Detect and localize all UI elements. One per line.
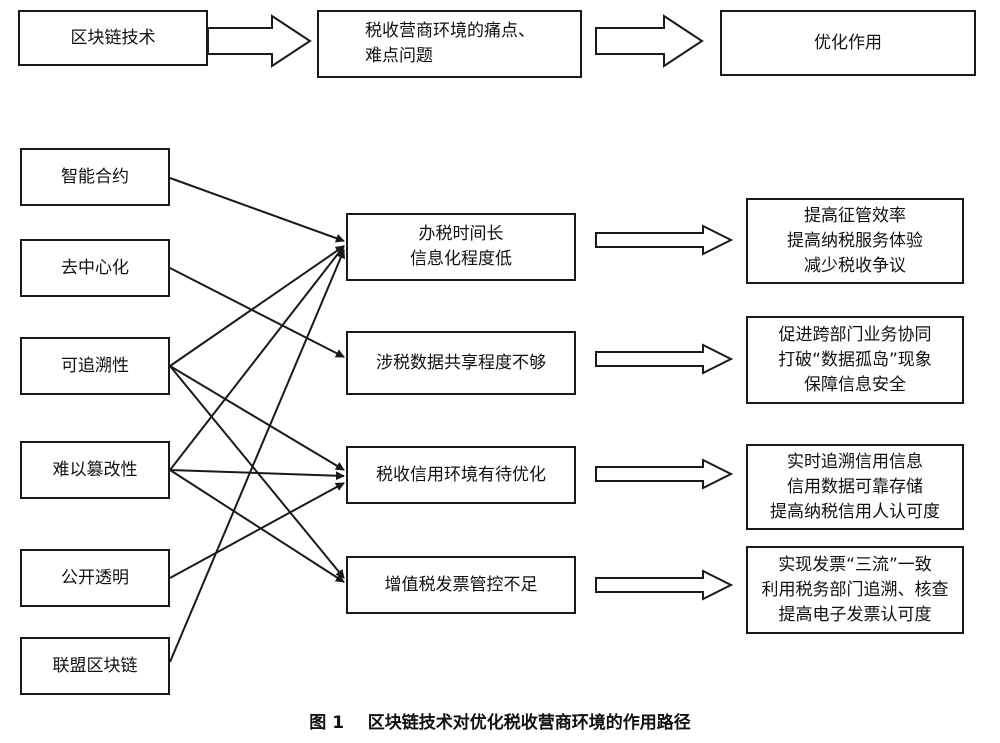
link-tamperproof-to-p3 <box>169 469 345 481</box>
problem-1-line-2: 信息化程度低 <box>410 249 512 269</box>
effect-3-line-2: 信用数据可靠存储 <box>787 476 923 497</box>
effect-2-line-3: 保障信息安全 <box>804 374 906 395</box>
problem-4-line-1: 增值税发票管控不足 <box>384 574 538 595</box>
feature-smart-contract: 智能合约 <box>20 148 170 206</box>
feature-traceable: 可追溯性 <box>20 337 170 395</box>
feature-label: 可追溯性 <box>61 355 129 376</box>
link-consortium-to-p1 <box>169 249 345 663</box>
effect-2-line-2: 打破“数据孤岛”现象 <box>778 349 932 370</box>
effect-4-line-2: 利用税务部门追溯、核查 <box>761 579 949 600</box>
effect-3-line-1: 实时追溯信用信息 <box>787 451 923 472</box>
link-traceable-to-p3 <box>169 365 345 471</box>
header-tech-label: 区块链技术 <box>70 27 156 48</box>
link-smart-contract-to-p1 <box>169 177 345 243</box>
header-pain-points-line-2: 难点问题 <box>365 46 433 66</box>
effect-2-line-1: 促进跨部门业务协同 <box>778 324 932 345</box>
feature-label: 公开透明 <box>61 567 129 588</box>
effect-1-line-3: 减少税收争议 <box>804 255 906 276</box>
feature-consortium-blockchain: 联盟区块链 <box>20 637 170 695</box>
problem-box-1: 办税时间长 信息化程度低 <box>346 213 576 281</box>
block-arrow-row-4 <box>595 569 734 601</box>
problem-3-line-1: 税收信用环境有待优化 <box>376 464 546 485</box>
feature-label: 去中心化 <box>61 257 129 278</box>
header-effect-box: 优化作用 <box>720 10 976 76</box>
feature-decentralized: 去中心化 <box>20 239 170 297</box>
problem-2-line-1: 涉税数据共享程度不够 <box>376 352 546 373</box>
effect-box-2: 促进跨部门业务协同 打破“数据孤岛”现象 保障信息安全 <box>746 316 964 404</box>
feature-label: 难以篡改性 <box>52 459 138 480</box>
header-tech-box: 区块链技术 <box>18 10 208 66</box>
block-arrow-header-1 <box>207 14 312 68</box>
problem-box-4: 增值税发票管控不足 <box>346 556 576 614</box>
block-arrow-header-2 <box>595 14 704 68</box>
link-decentralized-to-p2 <box>169 267 345 358</box>
header-pain-points-box: 税收营商环境的痛点、 难点问题 <box>317 10 582 78</box>
feature-label: 智能合约 <box>61 166 129 187</box>
effect-3-line-3: 提高纳税信用人认可度 <box>770 501 940 522</box>
feature-tamperproof: 难以篡改性 <box>20 441 170 499</box>
header-pain-points-line-1: 税收营商环境的痛点、 <box>365 21 535 41</box>
block-arrow-row-2 <box>595 343 734 375</box>
effect-box-1: 提高征管效率 提高纳税服务体验 减少税收争议 <box>746 198 964 284</box>
effect-box-3: 实时追溯信用信息 信用数据可靠存储 提高纳税信用人认可度 <box>746 444 964 530</box>
feature-transparent: 公开透明 <box>20 549 170 607</box>
problem-1-line-1: 办税时间长 <box>418 224 504 244</box>
feature-label: 联盟区块链 <box>52 655 138 676</box>
effect-4-line-3: 提高电子发票认可度 <box>778 604 932 625</box>
block-arrow-row-1 <box>595 224 734 256</box>
effect-1-line-2: 提高纳税服务体验 <box>787 230 923 251</box>
effect-1-line-1: 提高征管效率 <box>804 205 906 226</box>
problem-box-3: 税收信用环境有待优化 <box>346 446 576 504</box>
problem-box-2: 涉税数据共享程度不够 <box>346 331 576 395</box>
figure-title: 区块链技术对优化税收营商环境的作用路径 <box>367 713 691 733</box>
link-traceable-to-p1 <box>169 245 345 367</box>
effect-box-4: 实现发票“三流”一致 利用税务部门追溯、核查 提高电子发票认可度 <box>746 546 964 634</box>
header-effect-label: 优化作用 <box>814 32 882 53</box>
block-arrow-row-3 <box>595 458 734 490</box>
figure-number: 图 1 <box>309 713 345 733</box>
link-tamperproof-to-p1 <box>169 245 345 471</box>
effect-4-line-1: 实现发票“三流”一致 <box>778 554 932 575</box>
link-transparent-to-p3 <box>169 482 345 579</box>
figure-caption: 图 1 区块链技术对优化税收营商环境的作用路径 <box>0 708 1000 733</box>
link-tamperproof-to-p4 <box>169 469 345 583</box>
